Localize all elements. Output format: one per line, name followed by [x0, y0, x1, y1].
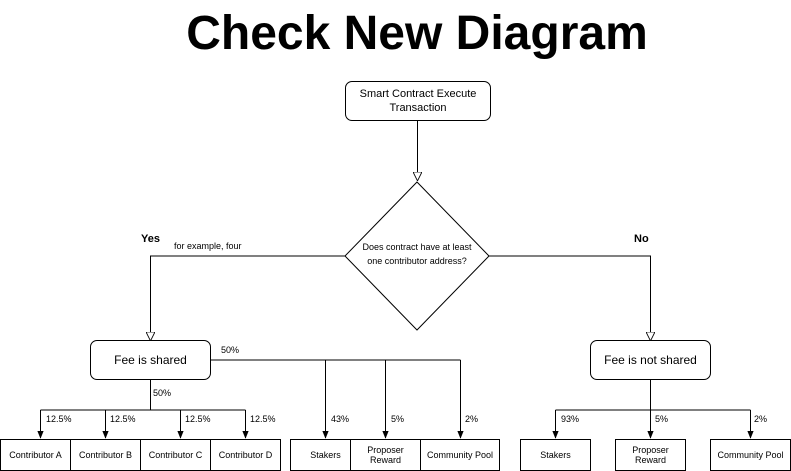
shared-left-pct: 50% [153, 388, 172, 398]
decision-diamond [344, 181, 490, 331]
connector-yes [151, 255, 345, 340]
contributor-b-box: Contributor B [70, 439, 141, 471]
page-title: Check New Diagram [186, 7, 648, 60]
start-node: Smart Contract Execute Transaction [345, 81, 491, 121]
contributor-b-pct: 12.5% [110, 414, 136, 424]
contributor-a-box: Contributor A [0, 439, 71, 471]
not-shared-stakers-box: Stakers [520, 439, 591, 471]
shared-proposer-label: Proposer Reward [367, 445, 404, 465]
contributor-c-pct: 12.5% [185, 414, 211, 424]
fee-not-shared-label: Fee is not shared [604, 353, 697, 367]
shared-proposer-pct: 5% [391, 414, 405, 424]
contributor-a-label: Contributor A [9, 450, 62, 460]
contributor-c-box: Contributor C [140, 439, 211, 471]
shared-pool-pct: 2% [465, 414, 479, 424]
contributor-d-pct: 12.5% [250, 414, 276, 424]
not-shared-proposer-pct: 5% [655, 414, 669, 424]
shared-stakers-pct: 43% [331, 414, 350, 424]
start-node-label: Smart Contract Execute Transaction [359, 88, 477, 114]
not-shared-stakers-label: Stakers [540, 450, 571, 460]
shared-pool-box: Community Pool [420, 439, 500, 471]
no-label: No [634, 233, 649, 245]
not-shared-stakers-pct: 93% [561, 414, 580, 424]
not-shared-pool-pct: 2% [754, 414, 768, 424]
decision-label: Does contract have at least one contribu… [362, 242, 472, 266]
shared-pool-label: Community Pool [426, 450, 494, 460]
fee-shared-label: Fee is shared [114, 353, 187, 367]
shared-right-pct: 50% [221, 345, 240, 355]
example-note: for example, four [174, 241, 242, 251]
contributor-a-pct: 12.5% [46, 414, 72, 424]
not-shared-proposer-box: Proposer Reward [615, 439, 686, 471]
connector-no [489, 255, 651, 340]
yes-label: Yes [141, 233, 160, 245]
contributor-b-label: Contributor B [78, 450, 133, 460]
shared-stakers-label: Stakers [310, 450, 341, 460]
fee-not-shared-node: Fee is not shared [590, 340, 711, 380]
contributor-c-label: Contributor C [148, 450, 203, 460]
shared-proposer-box: Proposer Reward [350, 439, 421, 471]
not-shared-pool-label: Community Pool [717, 450, 784, 460]
not-shared-proposer-label: Proposer Reward [632, 445, 669, 465]
not-shared-pool-box: Community Pool [710, 439, 791, 471]
contributor-d-box: Contributor D [210, 439, 281, 471]
contributor-d-label: Contributor D [218, 450, 273, 460]
fee-shared-node: Fee is shared [90, 340, 211, 380]
